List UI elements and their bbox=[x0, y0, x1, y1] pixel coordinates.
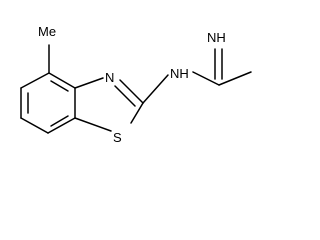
chemical-structure-diagram: Me N S NH NH bbox=[20, 24, 252, 145]
bond-benzene-1 bbox=[20, 72, 50, 89]
bond-benzene-inner-3 bbox=[50, 80, 69, 92]
bond-nh-c bbox=[192, 71, 220, 86]
bond-thiazole-s-c bbox=[74, 117, 112, 132]
atom-label-methyl: Me bbox=[38, 24, 56, 39]
atom-label-imine-nh: NH bbox=[207, 30, 226, 45]
atom-label-amine-nh: NH bbox=[170, 66, 189, 81]
bond-benzene-3 bbox=[20, 117, 49, 134]
bond-c-nh bbox=[142, 74, 169, 104]
bond-lines bbox=[20, 44, 252, 134]
bond-benzene-4 bbox=[47, 117, 76, 134]
atom-label-ring-nitrogen: N bbox=[105, 70, 114, 85]
bond-benzene-6 bbox=[48, 72, 76, 89]
bond-thiazole-c-s bbox=[130, 102, 144, 124]
bond-thiazole-n-c bbox=[119, 79, 144, 104]
atom-labels: Me N S NH NH bbox=[38, 24, 226, 145]
bond-thiazole-c-n bbox=[74, 77, 104, 89]
atom-label-ring-sulfur: S bbox=[113, 130, 122, 145]
bond-benzene-inner-2 bbox=[50, 115, 69, 127]
bond-thiazole-n-c-double bbox=[114, 85, 136, 107]
bond-c-methyl bbox=[218, 71, 252, 86]
